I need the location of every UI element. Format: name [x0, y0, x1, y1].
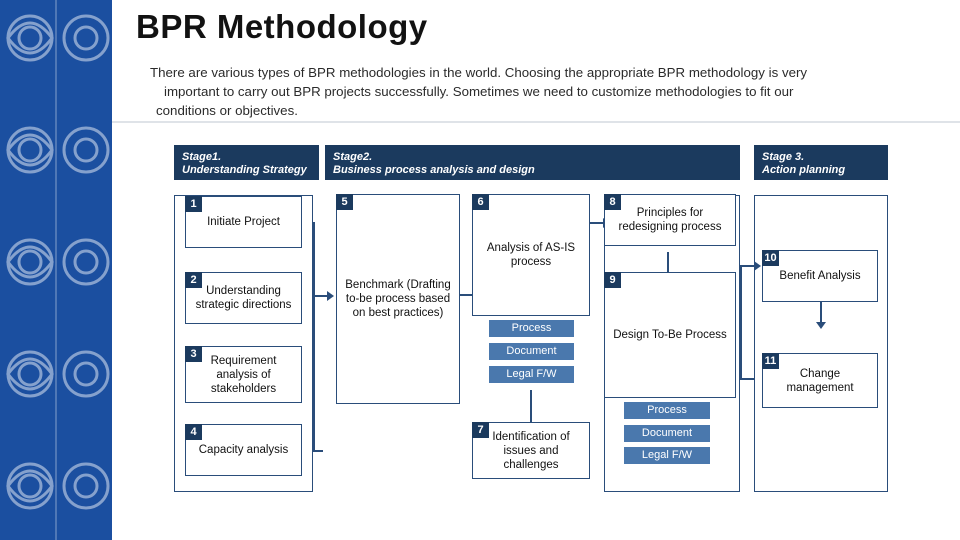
box-initiate-project-label: Initiate Project — [207, 216, 280, 228]
stage3-line2: Action planning — [762, 164, 846, 176]
header-divider — [112, 121, 960, 123]
box-principles-for-redesigning-label: Principles for redesigning process — [618, 207, 722, 233]
stage1-column-panel — [174, 195, 313, 492]
stage-header-stage1: Stage1. Understanding Strategy — [174, 145, 319, 180]
connector-design-to-stage3 — [740, 378, 754, 380]
page-title: BPR Methodology — [136, 8, 428, 45]
pill-a-document[interactable]: Document — [489, 343, 574, 360]
box-design-to-be-process-label: Design To-Be Process — [613, 329, 727, 341]
box-number-2: 2 — [185, 272, 202, 288]
decorative-left-band — [0, 0, 112, 540]
intro-line-2: important to carry out BPR projects succ… — [164, 84, 794, 99]
box-capacity-analysis[interactable]: Capacity analysis — [185, 424, 302, 476]
box-number-6: 6 — [472, 194, 489, 210]
box-capacity-analysis-label: Capacity analysis — [198, 444, 289, 456]
box-analysis-as-is-process[interactable]: Analysis of AS-IS process — [472, 194, 590, 316]
box-number-3: 3 — [185, 346, 202, 362]
box-change-management-label: Change management — [786, 367, 854, 394]
box-number-9: 9 — [604, 272, 621, 288]
box-change-management[interactable]: Change management — [762, 353, 878, 408]
intro-line-3: conditions or objectives. — [156, 103, 298, 118]
arrow-asis-to-principles — [589, 218, 610, 228]
connector-stage1-vertical-lower — [313, 295, 315, 450]
stage-header-stage2: Stage2. Business process analysis and de… — [325, 145, 740, 180]
box-principles-for-redesigning[interactable]: Principles for redesigning process — [604, 194, 736, 246]
box-number-10: 10 — [762, 250, 779, 266]
box-requirement-analysis-stakeholders-label: Requirement analysis of stakeholders — [210, 354, 277, 395]
box-identification-of-issues-label: Identification of issues and challenges — [492, 430, 570, 471]
box-analysis-as-is-process-label: Analysis of AS-IS process — [486, 242, 576, 268]
connector-issues-vertical — [530, 390, 532, 448]
box-design-to-be-process[interactable]: Design To-Be Process — [604, 272, 736, 398]
box-understanding-strategic-directions-label: Understanding strategic directions — [195, 285, 292, 311]
intro-paragraph: There are various types of BPR methodolo… — [150, 63, 950, 120]
box-number-5: 5 — [336, 194, 353, 210]
connector-capacity-join — [313, 450, 323, 452]
stage-header-stage3: Stage 3. Action planning — [754, 145, 888, 180]
box-number-4: 4 — [185, 424, 202, 440]
stage1-line1: Stage1. — [182, 151, 222, 163]
arrow-stage1-to-benchmark — [313, 291, 334, 301]
box-requirement-analysis-stakeholders[interactable]: Requirement analysis of stakeholders — [185, 346, 302, 403]
pill-b-document[interactable]: Document — [624, 425, 710, 442]
box-benchmark[interactable]: Benchmark (Drafting to-be process based … — [336, 194, 460, 404]
pill-a-legal-fw[interactable]: Legal F/W — [489, 366, 574, 383]
box-number-11: 11 — [762, 353, 779, 369]
box-initiate-project[interactable]: Initiate Project — [185, 196, 302, 248]
stage2-line1: Stage2. — [333, 151, 373, 163]
box-identification-of-issues[interactable]: Identification of issues and challenges — [472, 422, 590, 479]
stage3-line1: Stage 3. — [762, 151, 805, 163]
ornament-pattern-icon — [6, 0, 110, 540]
arrow-to-benefit-analysis — [740, 261, 761, 271]
pill-b-process[interactable]: Process — [624, 402, 710, 419]
box-benefit-analysis-label: Benefit Analysis — [779, 270, 861, 282]
pill-a-process[interactable]: Process — [489, 320, 574, 337]
stage1-line2: Understanding Strategy — [182, 164, 307, 176]
arrow-benefit-to-change — [816, 300, 826, 329]
box-number-7: 7 — [472, 422, 489, 438]
box-benefit-analysis[interactable]: Benefit Analysis — [762, 250, 878, 302]
connector-stage1-vertical — [313, 222, 315, 296]
intro-line-1: There are various types of BPR methodolo… — [150, 65, 808, 80]
box-number-8: 8 — [604, 194, 621, 210]
box-understanding-strategic-directions[interactable]: Understanding strategic directions — [185, 272, 302, 324]
connector-stage3-vertical — [740, 265, 742, 379]
box-benchmark-label: Benchmark (Drafting to-be process based … — [345, 279, 451, 319]
stage2-line2: Business process analysis and design — [333, 164, 535, 176]
box-number-1: 1 — [185, 196, 202, 212]
pill-b-legal-fw[interactable]: Legal F/W — [624, 447, 710, 464]
stage3-column-panel — [754, 195, 888, 492]
